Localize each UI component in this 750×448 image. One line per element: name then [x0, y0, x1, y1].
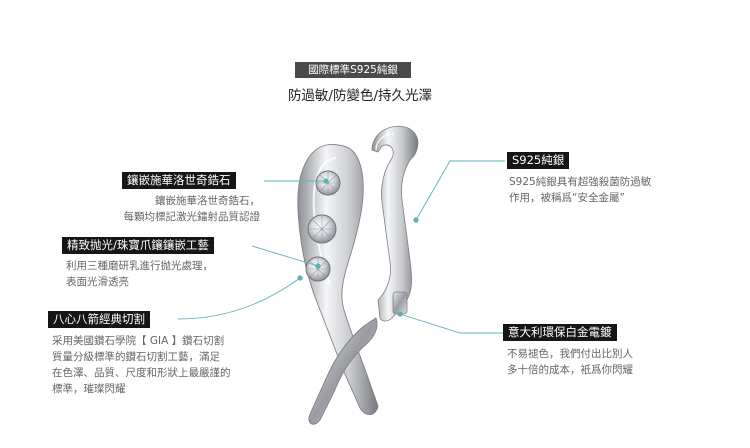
cut-line-1: 采用美國鑽石學院【 GIA 】鑽石切割: [52, 335, 225, 347]
callout-lines: [177, 160, 505, 334]
silver-line-2: 作用，被稱爲“安全金屬”: [509, 192, 625, 204]
stone-description: 鑲嵌施華洛世奇鋯石， 每顆均標記激光鐳射品質認證: [80, 193, 261, 225]
stone-line-2: 每顆均標記激光鐳射品質認證: [123, 211, 261, 223]
cut-callout-line: [177, 277, 301, 320]
plating-description: 不易褪色，我們付出比別人 多十倍的成本，衹爲你閃耀: [507, 346, 633, 378]
zircon-stones: [305, 170, 341, 282]
silver-line-1: S925純銀具有超強殺菌防過敏: [509, 176, 652, 188]
silver-callout-line: [415, 160, 505, 221]
silver-tag: S925純銀: [507, 152, 570, 169]
cut-line-3: 在色澤、品質、尺度和形狀上最嚴謹的: [52, 367, 231, 379]
standard-banner: 國際標準S925純銀: [295, 62, 411, 78]
clip-back: [371, 125, 419, 322]
page-subtitle: 防過敏/防變色/持久光澤: [287, 88, 433, 104]
polish-callout-line: [251, 245, 319, 267]
plating-callout-line: [399, 313, 503, 334]
silver-description: S925純銀具有超強殺菌防過敏 作用，被稱爲“安全金屬”: [509, 174, 651, 206]
cut-tag: 八心八箭經典切割: [48, 311, 150, 328]
plating-line-2: 多十倍的成本，衹爲你閃耀: [507, 364, 633, 376]
polish-line-2: 表面光滑透亮: [66, 276, 129, 288]
cut-line-4: 標準，璀璨閃耀: [52, 383, 126, 395]
polish-line-1: 利用三種磨研乳進行抛光處理，: [66, 260, 213, 272]
stone-line-1: 鑲嵌施華洛世奇鋯石，: [155, 195, 260, 207]
plating-line-1: 不易褪色，我們付出比別人: [507, 348, 633, 360]
cut-line-2: 質量分級標準的鑽石切割工藝，滿足: [52, 351, 220, 363]
polish-description: 利用三種磨研乳進行抛光處理， 表面光滑透亮: [66, 258, 213, 290]
cut-description: 采用美國鑽石學院【 GIA 】鑽石切割 質量分級標準的鑽石切割工藝，滿足 在色澤…: [52, 333, 231, 397]
plating-tag: 意大利環保白金電鍍: [503, 324, 617, 341]
polish-tag: 精致抛光/珠寶爪鑲鑲嵌工藝: [62, 237, 214, 254]
stone-tag: 鑲嵌施華洛世奇鋯石: [122, 172, 236, 189]
